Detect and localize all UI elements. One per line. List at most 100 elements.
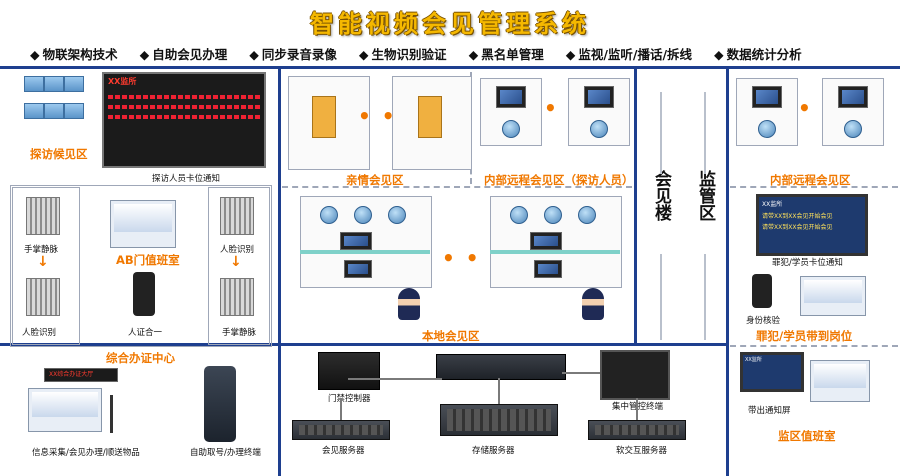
supervision-text: 监管区 bbox=[695, 170, 715, 221]
label-building: 会见楼 bbox=[648, 170, 671, 229]
office-banner-text: XX综合办证大厅 bbox=[49, 371, 94, 378]
info-screen-title: XX监所 bbox=[762, 201, 783, 208]
meeting-table bbox=[418, 96, 442, 138]
network-link bbox=[340, 398, 342, 420]
label-access-controller: 门禁控制器 bbox=[328, 394, 371, 404]
label-info-collection: 信息采集/会见办理/顺送物品 bbox=[32, 448, 140, 458]
dashed-divider bbox=[730, 345, 898, 347]
zone-visitor-waiting: 探访候见区 bbox=[30, 147, 88, 161]
waiting-seat bbox=[64, 103, 84, 119]
duty-computer bbox=[810, 360, 870, 402]
corridor-line bbox=[704, 92, 706, 174]
officer-figure bbox=[582, 288, 604, 320]
label-inmate-card-notice: 罪犯/学员卡位通知 bbox=[772, 258, 843, 268]
zone-local-meeting: 本地会见区 bbox=[422, 329, 480, 343]
info-screen-line: 请带XX到XX会见开始会见 bbox=[762, 213, 833, 220]
seat bbox=[758, 120, 776, 138]
collection-computer bbox=[28, 388, 102, 432]
officer-figure bbox=[398, 288, 420, 320]
feature-list: 物联架构技术 自助会见办理 同步录音录像 生物识别验证 黑名单管理 监视/监听/… bbox=[30, 44, 890, 63]
video-terminal bbox=[344, 260, 372, 278]
video-terminal bbox=[752, 86, 782, 108]
zone-remote-meeting: 内部远程会见区 bbox=[770, 173, 851, 187]
divider-building-right bbox=[726, 69, 729, 476]
corridor-line bbox=[660, 254, 662, 340]
turnstile-gate bbox=[26, 278, 60, 316]
waiting-seat bbox=[24, 76, 44, 92]
network-link bbox=[562, 372, 600, 374]
corridor-line bbox=[660, 92, 662, 174]
label-palm-vein-2: 手掌静脉 bbox=[222, 328, 257, 338]
arrow-down-icon: ↓ bbox=[230, 254, 242, 270]
waiting-seat bbox=[44, 76, 64, 92]
feature-item: 自助会见办理 bbox=[140, 44, 227, 63]
building-text: 会见楼 bbox=[651, 170, 671, 221]
info-screen-line: 请带XX到XX会见开始会见 bbox=[762, 224, 833, 231]
feature-item: 物联架构技术 bbox=[30, 44, 118, 63]
led-text-line bbox=[108, 95, 260, 99]
seat bbox=[578, 206, 596, 224]
label-switch-server: 软交互服务器 bbox=[616, 446, 668, 456]
network-link bbox=[636, 398, 638, 420]
top-divider bbox=[0, 66, 900, 69]
led-title: XX监所 bbox=[108, 77, 137, 86]
office-banner-screen: XX综合办证大厅 bbox=[44, 368, 118, 382]
glass-partition bbox=[490, 250, 620, 254]
duty-computer bbox=[110, 200, 176, 248]
zone-ab-duty: AB门值班室 bbox=[116, 253, 180, 267]
waiting-seat bbox=[44, 103, 64, 119]
label-face-recognition-2: 人脸识别 bbox=[220, 245, 255, 255]
id-verification-device bbox=[133, 272, 155, 316]
label-visitor-card-notice: 探访人员卡位通知 bbox=[152, 174, 221, 184]
seat bbox=[388, 206, 406, 224]
meeting-table bbox=[312, 96, 336, 138]
seat bbox=[844, 120, 862, 138]
divider-building-left bbox=[634, 69, 637, 345]
label-supervision: 监管区 bbox=[692, 170, 715, 229]
network-link bbox=[348, 378, 442, 380]
led-text-line bbox=[108, 105, 260, 109]
post-computer bbox=[800, 276, 866, 316]
glass-partition bbox=[300, 250, 430, 254]
pickup-notice-screen: XX监所 bbox=[740, 352, 804, 392]
led-text-line bbox=[108, 115, 260, 119]
document-scanner bbox=[110, 395, 153, 433]
notice-screen-title: XX监所 bbox=[745, 357, 762, 363]
video-terminal bbox=[530, 232, 562, 250]
gate-column-left bbox=[12, 187, 80, 345]
divider-left bbox=[278, 69, 281, 476]
corridor-line bbox=[704, 254, 706, 340]
feature-item: 监视/监听/播话/拆线 bbox=[566, 44, 692, 63]
zone-inmate-post: 罪犯/学员带到岗位 bbox=[756, 329, 853, 343]
video-terminal bbox=[496, 86, 526, 108]
label-palm-vein: 手掌静脉 bbox=[24, 245, 59, 255]
seat bbox=[510, 206, 528, 224]
waiting-seat bbox=[24, 103, 44, 119]
info-screen: XX监所 请带XX到XX会见开始会见 请带XX到XX会见开始会见 bbox=[756, 194, 868, 256]
seat bbox=[502, 120, 520, 138]
seat bbox=[590, 120, 608, 138]
zone-family-meeting: 亲情会见区 bbox=[346, 173, 404, 187]
led-display: XX监所 bbox=[102, 72, 266, 168]
feature-item: 同步录音录像 bbox=[249, 44, 337, 63]
video-terminal bbox=[584, 86, 614, 108]
dashed-divider bbox=[730, 186, 898, 188]
feature-item: 黑名单管理 bbox=[469, 44, 544, 63]
feature-item: 生物识别验证 bbox=[359, 44, 447, 63]
label-self-service: 自助取号/办理终端 bbox=[190, 448, 261, 458]
label-meeting-server: 会见服务器 bbox=[322, 446, 365, 456]
switch-server bbox=[588, 420, 686, 440]
seat bbox=[354, 206, 372, 224]
office-area-frame bbox=[10, 185, 272, 347]
access-controller-box bbox=[318, 352, 380, 390]
network-switch bbox=[436, 354, 566, 380]
zone-duty-room: 监区值班室 bbox=[778, 429, 836, 443]
zone-remote-meeting-visitor: 内部远程会见区（探访人员） bbox=[484, 173, 634, 187]
label-id-match: 人证合一 bbox=[128, 328, 163, 338]
storage-server bbox=[440, 404, 558, 436]
label-identity-check: 身份核验 bbox=[746, 316, 781, 326]
turnstile-gate bbox=[26, 197, 60, 235]
self-service-kiosk bbox=[204, 366, 236, 442]
video-terminal bbox=[534, 260, 562, 278]
id-verification-device bbox=[752, 274, 772, 308]
